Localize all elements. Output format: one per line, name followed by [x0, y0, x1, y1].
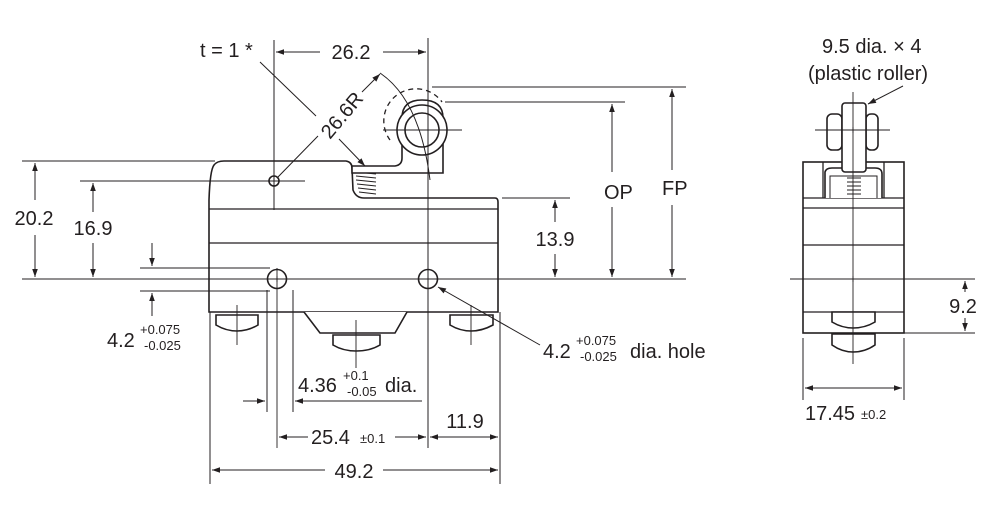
dim-op: OP	[604, 182, 633, 204]
dim-49-2: 49.2	[335, 461, 374, 483]
switch-body	[208, 160, 499, 313]
terminal-screw-left	[215, 305, 259, 345]
tol-lower: -0.05	[347, 384, 377, 399]
dia-label: dia.	[385, 375, 417, 397]
side-roller	[841, 102, 867, 173]
terminal-screw-right	[449, 305, 494, 345]
terminal-screw-center	[332, 320, 381, 368]
spring	[355, 171, 377, 195]
front-view: 26.2 t = 1 * 26.6R FP OP 13.9 20.2 16.9	[15, 38, 706, 484]
dim-9-2: 9.2	[949, 296, 977, 318]
tol-upper: +0.075	[140, 322, 180, 337]
side-screw-2	[831, 333, 876, 353]
roller-note-material: (plastic roller)	[808, 63, 928, 85]
dim-20-2: 20.2	[15, 208, 54, 230]
dim-fp: FP	[662, 178, 688, 200]
tol-25-4: ±0.1	[360, 431, 385, 446]
dim-13-9: 13.9	[536, 229, 575, 251]
tol-lower: -0.025	[580, 349, 617, 364]
dim-4-2-hole-right: 4.2	[543, 341, 571, 363]
roller-travel-dashed	[383, 88, 443, 141]
roller-note-size: 9.5 dia. × 4	[822, 36, 922, 58]
thickness-note: t = 1 *	[200, 40, 253, 62]
dim-26-6R: 26.6R	[317, 88, 368, 143]
dim-26-2: 26.2	[332, 42, 371, 64]
side-screw-1	[831, 311, 876, 329]
dim-4-36: 4.36	[298, 375, 337, 397]
tol-upper: +0.075	[576, 333, 616, 348]
tol-17-45: ±0.2	[861, 407, 886, 422]
roller-rim-right	[865, 113, 879, 151]
radius-arc	[379, 72, 431, 181]
roller-rim-left	[826, 113, 843, 151]
dim-11-9: 11.9	[446, 411, 483, 433]
bottom-notch	[303, 311, 408, 334]
dim-16-9: 16.9	[74, 218, 113, 240]
tol-upper: +0.1	[343, 368, 369, 383]
hole-label: dia. hole	[630, 341, 706, 363]
side-spring	[847, 177, 861, 195]
dim-4-2-hole-left: 4.2	[107, 330, 135, 352]
dim-25-4: 25.4	[311, 427, 350, 449]
tol-lower: -0.025	[144, 338, 181, 353]
dim-17-45: 17.45	[805, 403, 855, 425]
side-view: 9.5 dia. × 4 (plastic roller) 9.2 17.45 …	[790, 36, 977, 425]
